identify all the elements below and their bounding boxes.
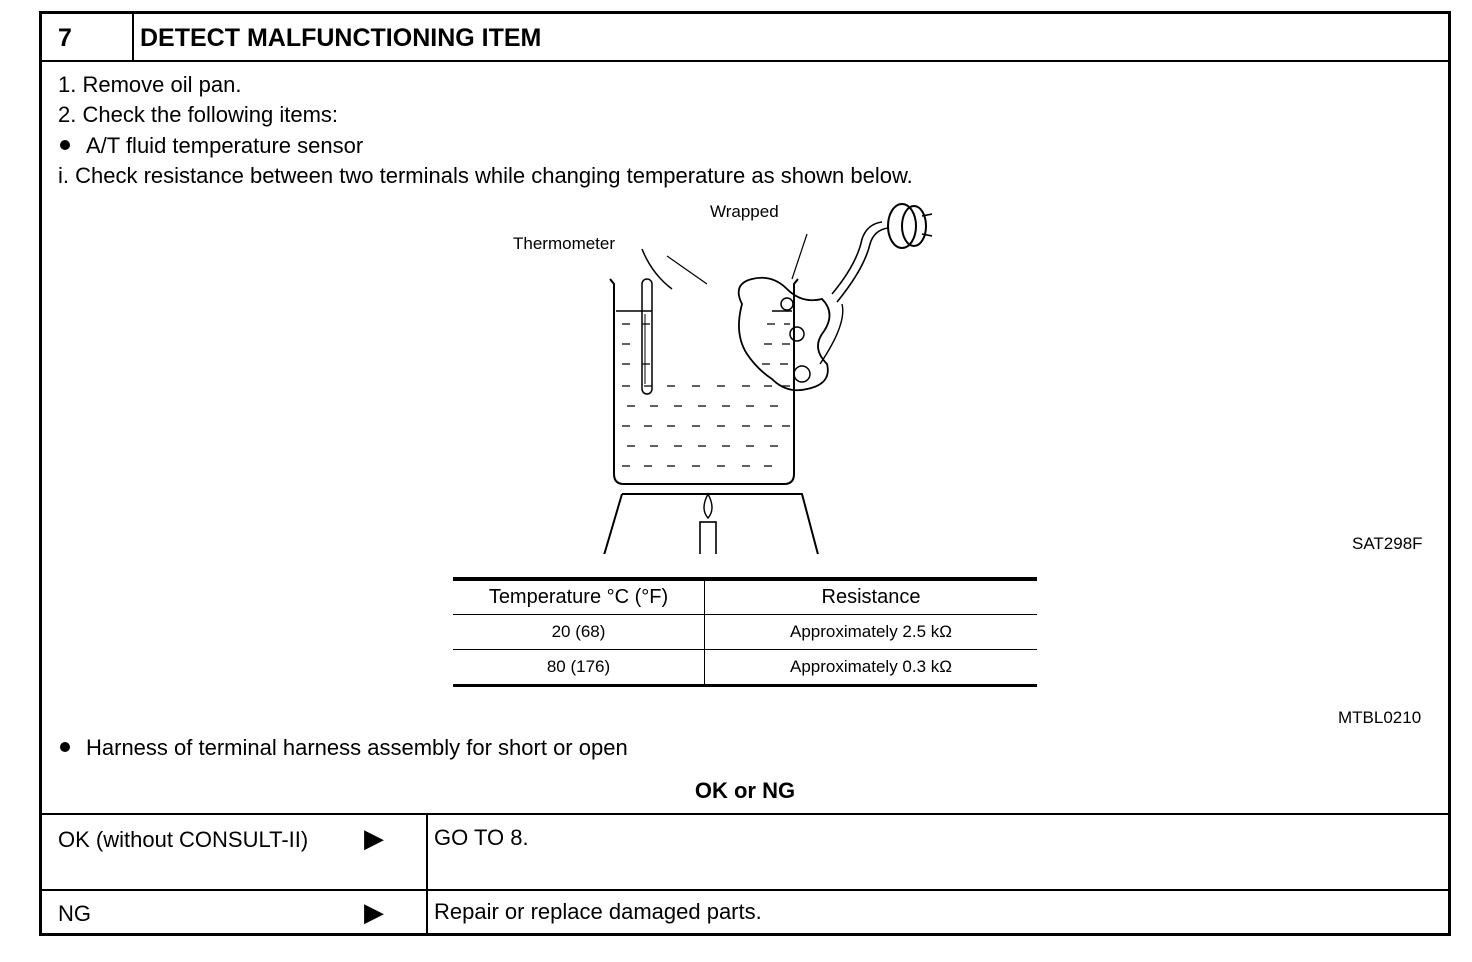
bullet-item-sensor: A/T fluid temperature sensor — [60, 133, 363, 159]
result-heading: OK or NG — [694, 778, 796, 803]
result-label-ok: OK (without CONSULT-II) — [58, 827, 309, 852]
table-cell-temperature: 20 (68) — [453, 614, 705, 650]
table-row: 80 (176) Approximately 0.3 kΩ — [453, 649, 1037, 686]
procedure-frame: 7 DETECT MALFUNCTIONING ITEM 1. Remove o… — [39, 11, 1451, 936]
bullet-text-sensor: A/T fluid temperature sensor — [86, 133, 364, 158]
table-cell-resistance: Approximately 2.5 kΩ — [704, 614, 1037, 650]
result-label-cell: NG ▶ — [42, 891, 428, 935]
figure-reference-code: SAT298F — [1352, 534, 1423, 553]
table-cell-resistance: Approximately 0.3 kΩ — [790, 657, 952, 676]
resistance-table: Temperature °C (°F) Resistance 20 (68) A… — [453, 577, 1037, 687]
step-header: 7 DETECT MALFUNCTIONING ITEM — [42, 14, 1448, 62]
step-title: DETECT MALFUNCTIONING ITEM — [140, 24, 542, 52]
column-header-temperature: Temperature °C (°F) — [453, 579, 705, 615]
label-wrapped: Wrapped — [710, 202, 779, 221]
column-header-resistance: Resistance — [704, 579, 1037, 615]
result-label-cell: OK (without CONSULT-II) ▶ — [42, 815, 428, 889]
table-header-row: Temperature °C (°F) Resistance — [453, 579, 1037, 615]
bullet-item-harness: Harness of terminal harness assembly for… — [60, 735, 628, 761]
label-thermometer: Thermometer — [513, 234, 616, 253]
instruction-line-i: i. Check resistance between two terminal… — [58, 163, 913, 188]
result-action-ok: GO TO 8. — [434, 825, 529, 850]
sensor-test-illustration — [603, 203, 932, 554]
step-number: 7 — [58, 24, 72, 52]
table-row: 20 (68) Approximately 2.5 kΩ — [453, 614, 1037, 650]
table-reference-code: MTBL0210 — [1338, 708, 1422, 727]
result-label-ng: NG — [58, 901, 91, 926]
instruction-line-1: 1. Remove oil pan. — [58, 72, 242, 97]
step-number-cell: 7 — [42, 14, 134, 60]
bullet-dot-icon — [60, 140, 70, 151]
bullet-text-harness: Harness of terminal harness assembly for… — [86, 735, 628, 760]
result-row-ng: NG ▶ Repair or replace damaged parts. — [42, 889, 1448, 935]
table-cell-temperature: 80 (176) — [453, 649, 705, 686]
right-triangle-arrow-icon: ▶ — [364, 823, 384, 853]
bullet-dot-icon — [60, 742, 70, 753]
result-row-ok: OK (without CONSULT-II) ▶ GO TO 8. — [42, 813, 1448, 889]
instruction-line-2: 2. Check the following items: — [58, 102, 339, 127]
right-triangle-arrow-icon: ▶ — [364, 897, 384, 927]
result-action-ng: Repair or replace damaged parts. — [434, 899, 762, 924]
